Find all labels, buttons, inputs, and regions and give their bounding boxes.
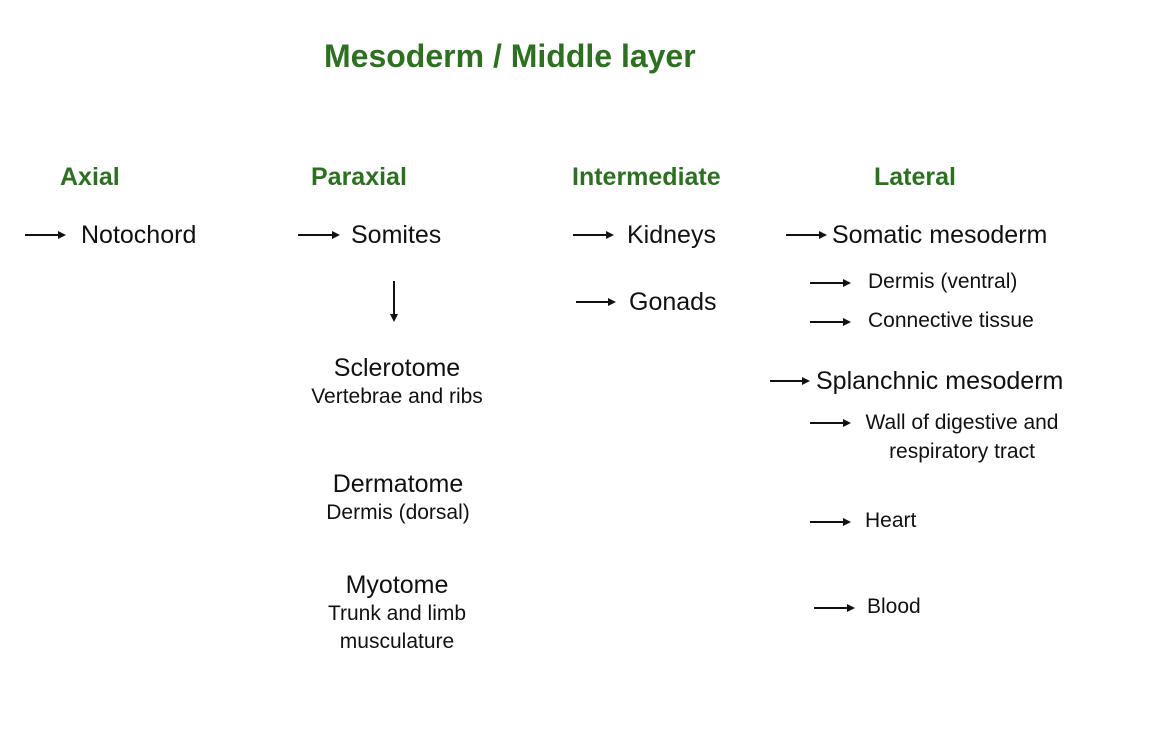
label-sclerotome-detail: Vertebrae and ribs [311, 385, 483, 408]
arrow-connective-tissue [810, 317, 851, 327]
label-gonads: Gonads [629, 288, 717, 316]
label-dermatome: Dermatome [332, 470, 464, 498]
heading-axial: Axial [60, 163, 120, 191]
label-digestive-wall-line1: Wall of digestive and [865, 411, 1059, 434]
arrow-kidneys [573, 230, 614, 240]
label-blood: Blood [867, 595, 921, 618]
label-myotome-detail-2: musculature [339, 630, 455, 653]
arrow-digestive-wall [810, 418, 851, 428]
diagram-title: Mesoderm / Middle layer [324, 38, 696, 74]
arrow-heart [810, 517, 851, 527]
block-myotome: Myotome Trunk and limb musculature [328, 570, 466, 656]
arrow-notochord [25, 230, 66, 240]
block-sclerotome: Sclerotome Vertebrae and ribs [311, 353, 483, 411]
arrow-somites-down [389, 281, 399, 322]
label-dermatome-detail: Dermis (dorsal) [326, 501, 470, 524]
label-digestive-wall: Wall of digestive and respiratory tract [859, 408, 1065, 466]
label-kidneys: Kidneys [627, 221, 716, 249]
arrow-splanchnic [770, 376, 810, 386]
arrow-somites [298, 230, 340, 240]
block-dermatome: Dermatome Dermis (dorsal) [326, 469, 470, 527]
heading-paraxial: Paraxial [311, 163, 407, 191]
arrow-dermis-ventral [810, 278, 851, 288]
label-somites: Somites [351, 221, 442, 249]
arrow-gonads [576, 297, 616, 307]
heading-intermediate: Intermediate [572, 163, 721, 191]
label-connective-tissue: Connective tissue [868, 309, 1034, 332]
label-somatic-mesoderm: Somatic mesoderm [832, 221, 1048, 249]
label-myotome-detail-1: Trunk and limb [327, 602, 467, 625]
heading-lateral: Lateral [874, 163, 956, 191]
label-sclerotome: Sclerotome [333, 354, 461, 382]
arrow-somatic [786, 230, 827, 240]
label-heart: Heart [865, 509, 917, 532]
label-notochord: Notochord [81, 221, 197, 249]
label-myotome: Myotome [345, 571, 449, 599]
arrow-blood [814, 603, 855, 613]
label-dermis-ventral: Dermis (ventral) [868, 270, 1018, 293]
label-digestive-wall-line2: respiratory tract [889, 440, 1035, 463]
label-splanchnic-mesoderm: Splanchnic mesoderm [816, 367, 1064, 395]
